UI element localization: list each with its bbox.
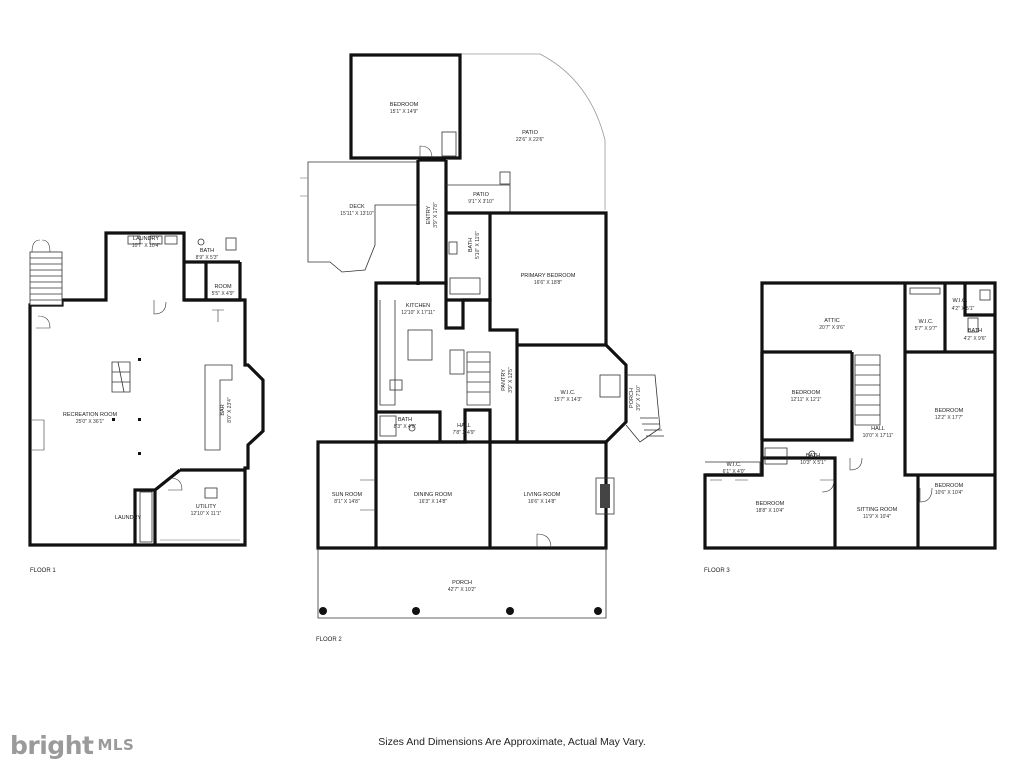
wic-f3-label: W.I.C.	[919, 319, 934, 325]
hall-f2-label: HALL	[457, 423, 471, 429]
room-label: ROOM	[214, 284, 232, 290]
brand-suffix: MLS	[97, 736, 135, 754]
primary-bedroom-label: PRIMARY BEDROOM	[521, 273, 576, 279]
bedroom-a-label: BEDROOM	[792, 390, 821, 396]
deck-label: DECK	[349, 204, 365, 210]
pantry-label: PANTRY	[501, 369, 507, 391]
bar-label: BAR	[220, 404, 226, 415]
bath-dim: 8'9" X 5'3"	[196, 255, 219, 261]
laundry-lower-label: LAUNDRY	[115, 515, 142, 521]
bar-dim: 8'0" X 23'4"	[227, 397, 233, 423]
disclaimer-text: Sizes And Dimensions Are Approximate, Ac…	[378, 736, 646, 748]
bath-f2-label: BATH	[468, 238, 474, 252]
wic2-f3-label: W.I.C.	[727, 462, 742, 468]
kitchen-label: KITCHEN	[406, 303, 430, 309]
floor-2-plan: BEDROOM 15'1" X 14'9" PATIO 22'6" X 22'6…	[300, 53, 664, 643]
wic-small-f3-label: W.I.C.	[953, 298, 968, 304]
bath-f2-dim: 5'10" X 11'6"	[475, 231, 481, 259]
deck-dim: 15'11" X 13'10"	[340, 211, 374, 217]
recreation-room-label: RECREATION ROOM	[63, 412, 118, 418]
sitting-room-dim: 11'9" X 10'4"	[863, 514, 891, 520]
bedroom-c-label: BEDROOM	[756, 501, 785, 507]
living-room-dim: 16'6" X 14'8"	[528, 499, 556, 505]
sun-room-label: SUN ROOM	[332, 492, 363, 498]
bedroom-c-dim: 18'8" X 10'4"	[756, 508, 784, 514]
attic-dim: 20'7" X 9'6"	[819, 325, 845, 331]
recreation-room-dim: 25'0" X 36'1"	[76, 419, 104, 425]
patio-label: PATIO	[522, 130, 538, 136]
wic2-f3-dim: 6'1" X 4'0"	[723, 469, 746, 475]
room-dim: 5'5" X 4'9"	[212, 291, 235, 297]
utility-dim: 12'10" X 11'1"	[191, 511, 222, 517]
sun-room-dim: 8'1" X 14'8"	[334, 499, 360, 505]
attic-label: ATTIC	[824, 318, 840, 324]
entry-dim: 3'9" X 17'8"	[433, 202, 439, 228]
bath-f3-dim: 4'2" X 9'6"	[964, 336, 987, 342]
porch-small-dim: 3'9" X 7'10"	[636, 385, 642, 411]
living-room-label: LIVING ROOM	[524, 492, 561, 498]
floor-1-plan: LAUNDRY 10'7" X 10'4" BATH 8'9" X 5'3" R…	[28, 231, 265, 574]
dining-room-dim: 16'3" X 14'8"	[419, 499, 447, 505]
wic-small-f3-dim: 4'2" X 5'1"	[952, 306, 975, 312]
floor-2-label: FLOOR 2	[316, 637, 342, 643]
porch-dim: 42'7" X 10'2"	[448, 587, 476, 593]
porch-small-label: PORCH	[629, 388, 635, 408]
kitchen-dim: 12'10" X 17'11"	[401, 310, 435, 316]
bath2-f2-label: BATH	[398, 417, 412, 423]
patio-small-dim: 9'1" X 3'10"	[468, 199, 494, 205]
entry-label: ENTRY	[426, 205, 432, 224]
wic-f3-dim: 5'7" X 9'7"	[915, 326, 938, 332]
porch-label: PORCH	[452, 580, 472, 586]
bath2-f3-label: BATH	[806, 453, 820, 459]
bath2-f2-dim: 8'3" X 4'9"	[394, 424, 417, 430]
hall-f2-dim: 7'8" X 4'9"	[453, 430, 476, 436]
brand-logo: bright MLS	[10, 730, 134, 760]
bath2-f3-dim: 10'3" X 5'1"	[800, 460, 826, 466]
bedroom-d-dim: 10'6" X 10'4"	[935, 490, 963, 496]
wic-f2-label: W.I.C.	[561, 390, 576, 396]
floor-3-plan: ATTIC 20'7" X 9'6" W.I.C. 5'7" X 9'7" W.…	[703, 281, 997, 574]
hall-f3-dim: 10'0" X 17'11"	[863, 433, 894, 439]
primary-bedroom-dim: 16'6" X 18'8"	[534, 280, 562, 286]
bedroom-f2-label: BEDROOM	[390, 102, 419, 108]
floor-1-label: FLOOR 1	[30, 568, 56, 574]
bedroom-d-label: BEDROOM	[935, 483, 964, 489]
pantry-dim: 3'9" X 12'5"	[508, 367, 514, 393]
bedroom-a-dim: 12'11" X 12'1"	[791, 397, 822, 403]
bedroom-f2-dim: 15'1" X 14'9"	[390, 109, 418, 115]
floor-3-label: FLOOR 3	[704, 568, 730, 574]
wic-f2-dim: 15'7" X 14'3"	[554, 397, 582, 403]
bath-label: BATH	[200, 248, 214, 254]
bath-f3-label: BATH	[968, 328, 982, 334]
brand-name: bright	[10, 730, 94, 760]
sitting-room-label: SITTING ROOM	[857, 507, 898, 513]
bedroom-b-dim: 12'2" X 17'7"	[935, 415, 963, 421]
patio-dim: 22'6" X 22'6"	[516, 137, 544, 143]
utility-label: UTILITY	[196, 504, 217, 510]
dining-room-label: DINING ROOM	[414, 492, 452, 498]
laundry-label: LAUNDRY	[133, 236, 160, 242]
patio-small-label: PATIO	[473, 192, 489, 198]
bedroom-b-label: BEDROOM	[935, 408, 964, 414]
laundry-dim: 10'7" X 10'4"	[132, 243, 160, 249]
hall-f3-label: HALL	[871, 426, 885, 432]
